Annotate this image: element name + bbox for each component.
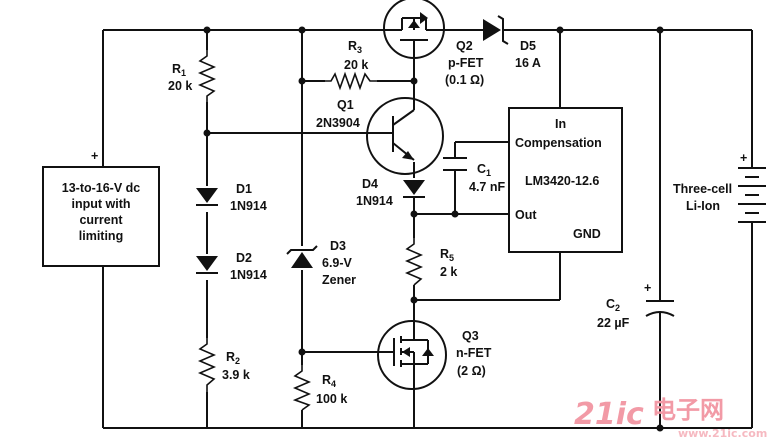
svg-text:C2: C2: [606, 297, 620, 313]
diode-d4: D4 1N914: [356, 177, 425, 208]
c2-plus-sign: +: [644, 281, 651, 295]
q1-part: 2N3904: [316, 116, 360, 130]
input-label-line1: 13-to-16-V dc: [62, 181, 141, 195]
d2-name: D2: [236, 251, 252, 265]
resistor-r4: R4 100 k: [292, 365, 347, 411]
r2-value: 3.9 k: [222, 368, 250, 382]
battery-label-line2: Li-Ion: [686, 199, 720, 213]
input-label-line4: limiting: [79, 229, 123, 243]
resistor-r5: R5 2 k: [404, 238, 457, 286]
input-source-box: + 13-to-16-V dc input with current limit…: [42, 149, 160, 267]
r5-value: 2 k: [440, 265, 457, 279]
q2-name: Q2: [456, 39, 473, 53]
input-label-line3: current: [79, 213, 123, 227]
svg-text:R3: R3: [348, 39, 362, 55]
ic-pin-out: Out: [515, 208, 537, 222]
wires: [102, 29, 753, 429]
resistor-r3: R3 20 k: [325, 39, 377, 91]
d3-name: D3: [330, 239, 346, 253]
d2-part: 1N914: [230, 268, 267, 282]
capacitor-c1: C1 4.7 nF: [443, 157, 505, 194]
battery-plus-sign: +: [740, 151, 747, 165]
transistor-q3-nfet: Q3 n-FET (2 Ω): [377, 320, 492, 390]
ic-lm3420: In Compensation LM3420-12.6 Out GND: [508, 107, 623, 253]
q3-type: n-FET: [456, 346, 492, 360]
c1-value: 4.7 nF: [469, 180, 505, 194]
r3-value: 20 k: [344, 58, 368, 72]
ic-pin-compensation: Compensation: [515, 136, 602, 150]
q3-rds: (2 Ω): [457, 364, 486, 378]
d5-rating: 16 A: [515, 56, 541, 70]
r4-value: 100 k: [316, 392, 347, 406]
capacitor-c2: + C2 22 µF: [597, 281, 675, 330]
diode-d1: D1 1N914: [196, 182, 267, 213]
transistor-q1-npn: Q1 2N3904: [316, 97, 444, 175]
svg-text:C1: C1: [477, 162, 491, 178]
watermark-cn: 电子网: [652, 396, 724, 424]
r1-value: 20 k: [168, 79, 192, 93]
transistor-q2-pfet: Q2 p-FET (0.1 Ω): [383, 0, 484, 87]
ic-pin-gnd: GND: [573, 227, 601, 241]
input-plus-sign: +: [91, 149, 98, 163]
d3-type: Zener: [322, 273, 356, 287]
d1-name: D1: [236, 182, 252, 196]
ic-pin-in: In: [555, 117, 566, 131]
zener-diode-d3: D3 6.9-V Zener: [286, 239, 356, 287]
resistor-r1: R1 20 k: [168, 50, 217, 102]
watermark-brand: 21ic: [574, 397, 644, 432]
battery-label-line1: Three-cell: [673, 182, 732, 196]
d4-name: D4: [362, 177, 378, 191]
svg-text:R1: R1: [172, 62, 186, 78]
svg-text:R5: R5: [440, 247, 454, 263]
q3-name: Q3: [462, 329, 479, 343]
junction-dots: [203, 26, 664, 432]
d3-value: 6.9-V: [322, 256, 353, 270]
ic-part-number: LM3420-12.6: [525, 174, 599, 188]
d4-part: 1N914: [356, 194, 393, 208]
resistor-r2: R2 3.9 k: [197, 338, 250, 392]
watermark-url: www.21ic.com: [678, 427, 767, 440]
battery-li-ion: + Three-cell Li-Ion: [673, 151, 766, 223]
q1-name: Q1: [337, 98, 354, 112]
d1-part: 1N914: [230, 199, 267, 213]
svg-text:R2: R2: [226, 350, 240, 366]
input-label-line2: input with: [71, 197, 130, 211]
diode-d5: D5 16 A: [483, 15, 541, 70]
d5-name: D5: [520, 39, 536, 53]
q2-type: p-FET: [448, 56, 484, 70]
watermark-logo: 21ic 电子网 www.21ic.com: [574, 396, 767, 440]
q2-rds: (0.1 Ω): [445, 73, 484, 87]
svg-text:R4: R4: [322, 373, 336, 389]
diode-d2: D2 1N914: [196, 251, 267, 282]
c2-value: 22 µF: [597, 316, 630, 330]
